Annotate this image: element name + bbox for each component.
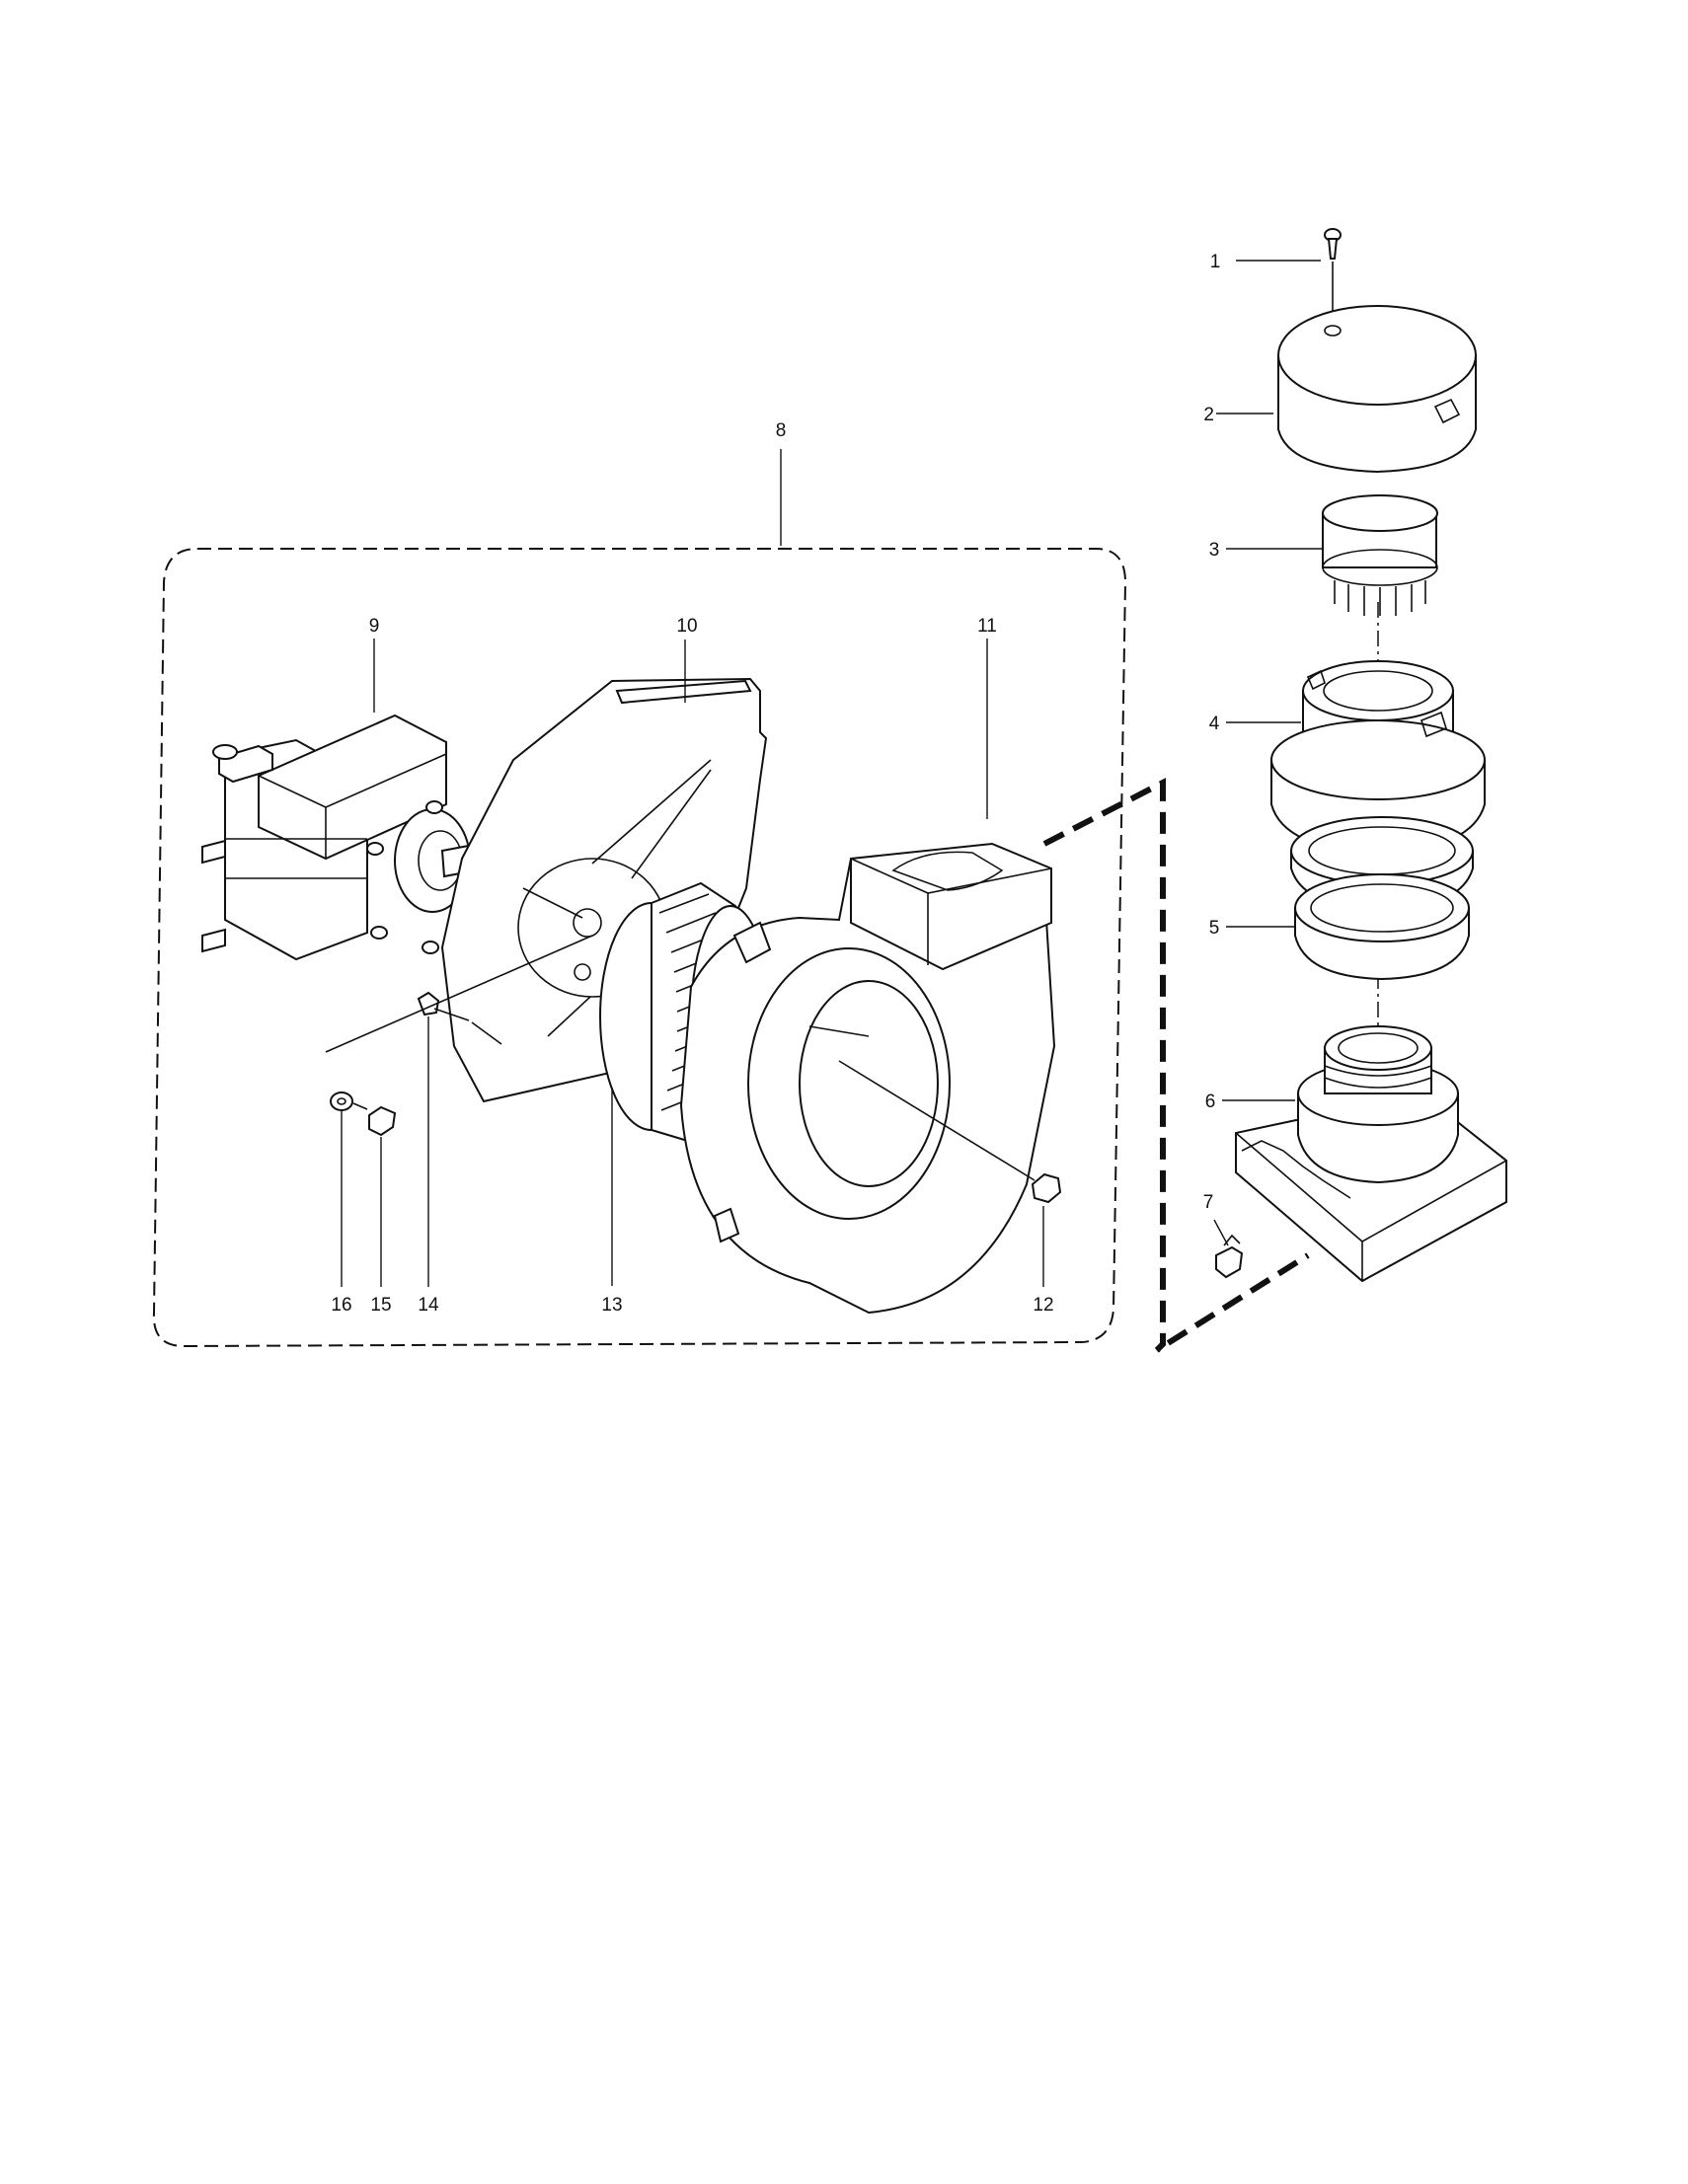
leader-7 [1213,1219,1229,1246]
assembly-connector-bracket [1042,778,1310,1353]
base-part [1222,1025,1507,1283]
callout-10: 10 [676,616,697,637]
hex-nut-part-12 [838,1060,1062,1287]
blower-assembly-group [152,449,1127,1348]
callout-14: 14 [418,1295,439,1316]
callout-9: 9 [369,616,380,637]
callout-2: 2 [1203,405,1214,425]
screw-part-1 [1236,228,1342,326]
callout-11: 11 [977,616,997,637]
callout-5: 5 [1209,918,1220,939]
washer-part-16 [330,1092,368,1287]
callout-8: 8 [776,420,787,441]
callout-1: 1 [1210,252,1221,272]
clip-part [1213,1219,1244,1279]
callout-7: 7 [1203,1192,1214,1213]
ring-part [1226,816,1474,981]
callout-12: 12 [1033,1295,1053,1316]
hex-nut-part-15 [325,935,593,1287]
callout-13: 13 [601,1295,622,1316]
callout-15: 15 [370,1295,391,1316]
callout-16: 16 [331,1295,351,1316]
callout-3: 3 [1209,540,1220,561]
assembly-group-boundary [152,548,1127,1348]
motor-part [201,639,483,961]
blower-housing-part [679,639,1056,1315]
callout-6: 6 [1205,1092,1216,1112]
callout-4: 4 [1209,714,1220,734]
socket-base-part [1226,494,1438,616]
cap-part [1216,305,1477,474]
